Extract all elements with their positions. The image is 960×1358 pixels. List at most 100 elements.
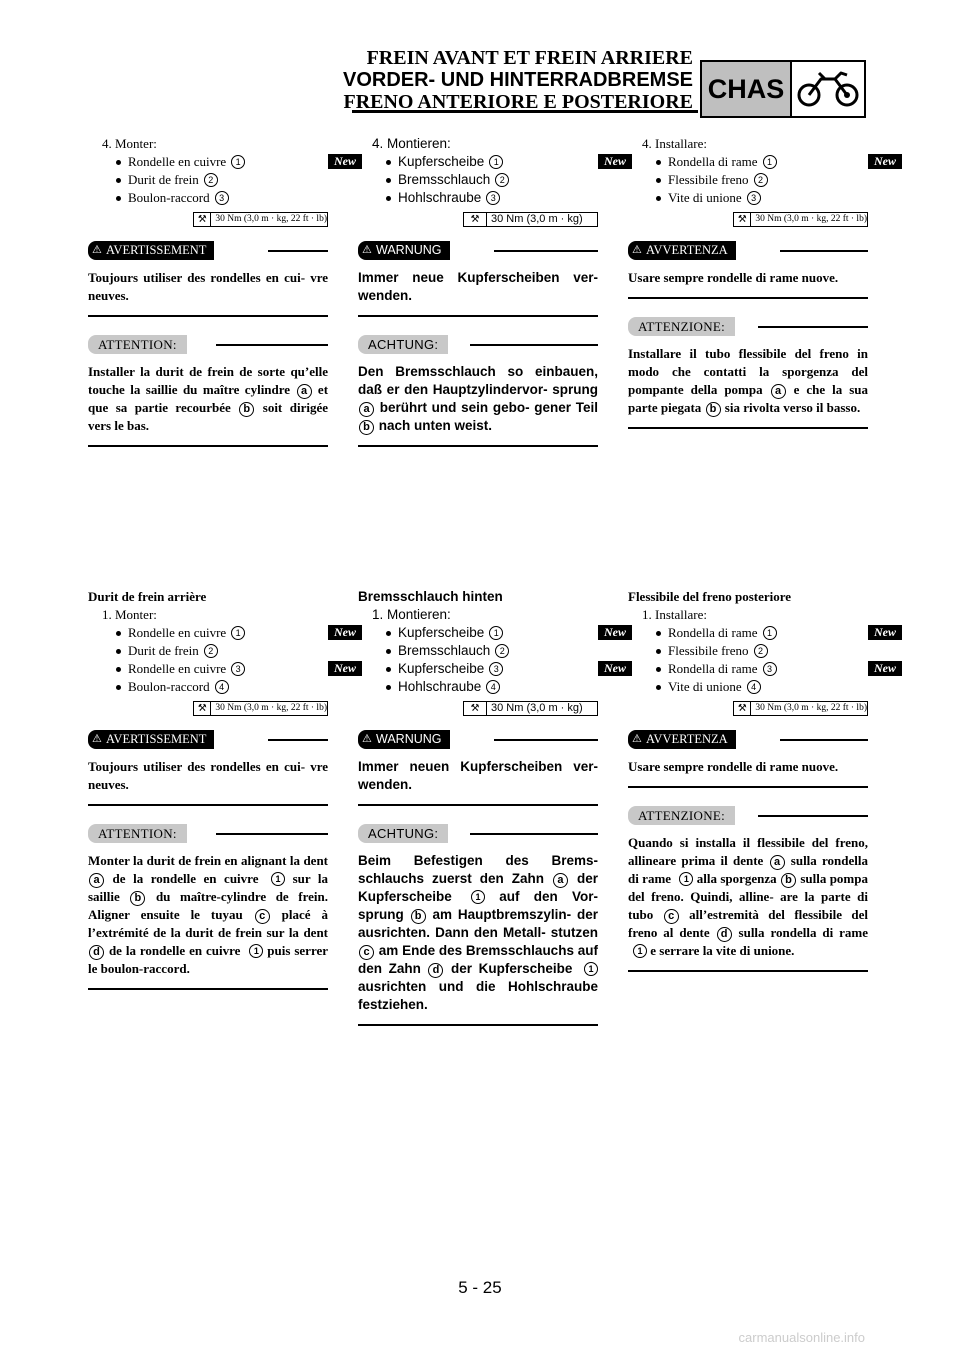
warning-header: AVERTISSEMENT	[88, 730, 328, 750]
caution-label: ATTENZIONE:	[628, 806, 736, 825]
torque-spec: ⚒30 Nm (3,0 m · kg, 22 ft · lb)	[193, 212, 328, 227]
motorcycle-icon	[792, 62, 864, 116]
warning-text: Usare sempre rondelle di rame nuove.	[628, 759, 839, 774]
warning-text: Toujours utiliser des rondelles en cui- …	[88, 759, 328, 792]
step-label: 1. Montieren:	[372, 607, 451, 622]
caution-label: ATTENZIONE:	[628, 317, 736, 336]
warning-text: Immer neue Kupferscheiben ver- wenden.	[358, 270, 598, 303]
caution-label: ATTENTION:	[88, 824, 187, 843]
step-label: 4. Installare:	[642, 136, 707, 151]
page-number: 5 - 25	[458, 1278, 502, 1297]
warning-header: AVVERTENZA	[628, 241, 868, 261]
section-badge: CHAS	[700, 60, 866, 118]
warning-text: Usare sempre rondelle di rame nuove.	[628, 270, 839, 285]
warning-label: AVERTISSEMENT	[88, 730, 215, 749]
caution-header: ATTENTION:	[88, 335, 328, 355]
header-rule	[352, 110, 698, 113]
new-badge: New	[598, 154, 632, 169]
header-title-de: VORDER- UND HINTERRADBREMSE	[342, 69, 693, 91]
wrench-icon: ⚒	[464, 213, 487, 226]
caution-header: ATTENZIONE:	[628, 317, 868, 337]
warning-header: AVERTISSEMENT	[88, 241, 328, 261]
warning-label: WARNUNG	[358, 730, 450, 749]
caution-label: ATTENTION:	[88, 335, 187, 354]
caution-text: Quando si installa il flessibile del fre…	[628, 835, 869, 958]
badge-label: CHAS	[702, 62, 792, 116]
new-badge: New	[868, 154, 902, 169]
warning-text: Immer neuen Kupferscheiben ver- wenden.	[358, 759, 598, 792]
header-title-it: FRENO ANTERIORE E POSTERIORE	[343, 91, 693, 113]
warning-label: AVERTISSEMENT	[88, 241, 215, 260]
torque-spec: ⚒30 Nm (3,0 m · kg, 22 ft · lb)	[193, 701, 328, 716]
new-badge: New	[598, 661, 632, 676]
new-badge: New	[328, 625, 362, 640]
wrench-icon: ⚒	[734, 702, 752, 715]
torque-spec: ⚒30 Nm (3,0 m · kg)	[463, 212, 598, 227]
caution-text: Beim Befestigen des Brems- schlauchs zue…	[358, 853, 598, 1012]
it-bottom-column: Flessibile del freno posteriore 1. Insta…	[628, 588, 902, 972]
step-label: 4. Monter:	[102, 136, 157, 151]
footer-watermark: carmanualsonline.info	[738, 1330, 865, 1345]
fr-bottom-column: Durit de frein arrière 1. Monter: Rondel…	[88, 588, 362, 990]
new-badge: New	[328, 661, 362, 676]
wrench-icon: ⚒	[194, 702, 212, 715]
torque-spec: ⚒30 Nm (3,0 m · kg, 22 ft · lb)	[733, 212, 868, 227]
warning-text: Toujours utiliser des rondelles en cui- …	[88, 270, 328, 303]
de-bottom-column: Bremsschlauch hinten 1. Montieren: Kupfe…	[358, 588, 632, 1026]
caution-header: ACHTUNG:	[358, 335, 598, 355]
wrench-icon: ⚒	[464, 702, 487, 715]
caution-header: ATTENZIONE:	[628, 806, 868, 826]
page-header: FREIN AVANT ET FREIN ARRIERE VORDER- UND…	[343, 48, 693, 112]
caution-label: ACHTUNG:	[358, 824, 449, 843]
caution-header: ACHTUNG:	[358, 824, 598, 844]
wrench-icon: ⚒	[194, 213, 212, 226]
warning-label: AVVERTENZA	[628, 730, 736, 749]
new-badge: New	[868, 625, 902, 640]
step-label: 1. Monter:	[102, 607, 157, 622]
warning-header: WARNUNG	[358, 730, 598, 750]
caution-label: ACHTUNG:	[358, 335, 449, 354]
header-title-fr: FREIN AVANT ET FREIN ARRIERE	[366, 47, 693, 69]
wrench-icon: ⚒	[734, 213, 752, 226]
section-subtitle: Durit de frein arrière	[88, 589, 207, 604]
warning-label: WARNUNG	[358, 241, 450, 260]
new-badge: New	[598, 625, 632, 640]
new-badge: New	[328, 154, 362, 169]
step-label: 1. Installare:	[642, 607, 707, 622]
torque-spec: ⚒30 Nm (3,0 m · kg)	[463, 701, 598, 716]
section-subtitle: Bremsschlauch hinten	[358, 589, 503, 604]
caution-text: Den Bremsschlauch so einbauen, daß er de…	[358, 364, 598, 435]
torque-spec: ⚒30 Nm (3,0 m · kg, 22 ft · lb)	[733, 701, 868, 716]
warning-header: WARNUNG	[358, 241, 598, 261]
new-badge: New	[868, 661, 902, 676]
step-label: 4. Montieren:	[372, 136, 451, 151]
warning-header: AVVERTENZA	[628, 730, 868, 750]
caution-text: Monter la durit de frein en alignant la …	[88, 853, 329, 976]
section-subtitle: Flessibile del freno posteriore	[628, 589, 792, 604]
